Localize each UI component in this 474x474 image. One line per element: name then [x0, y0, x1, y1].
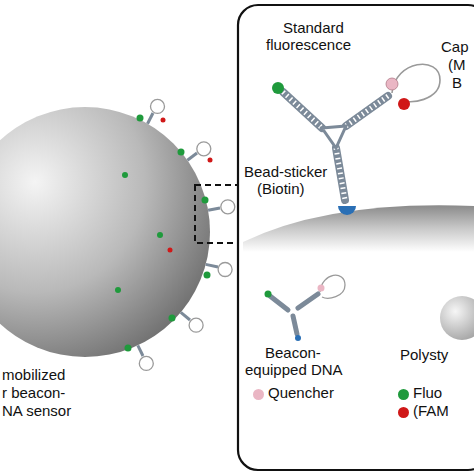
part-label: (Biotin) — [257, 180, 305, 197]
part-label: equipped DNA — [245, 361, 343, 378]
beacon-loops — [139, 99, 235, 370]
legend-swatch — [253, 389, 264, 400]
fluorophore-dot — [272, 82, 284, 94]
part-label: (M — [448, 56, 466, 73]
part-label: Bead-sticker — [244, 163, 327, 180]
zoom-panel — [238, 5, 474, 470]
part-label: r beacon- — [2, 384, 65, 401]
fam-dot — [398, 98, 410, 110]
part-label: Beacon- — [265, 344, 321, 361]
legend-text: Quencher — [268, 384, 334, 401]
part-label: Polysty — [400, 346, 448, 363]
legend-swatch — [398, 389, 409, 400]
quencher-dot — [318, 285, 325, 292]
polystyrene-bead — [440, 296, 474, 340]
beacon-icon — [270, 275, 345, 334]
part-label: Cap — [441, 38, 469, 55]
bead-fluorophores — [115, 115, 211, 352]
bead-surface — [243, 205, 474, 252]
legend-swatch — [398, 407, 409, 418]
bead-beacons — [138, 113, 220, 356]
part-label: B — [452, 74, 462, 91]
biotin-mark — [338, 206, 356, 215]
legend-text: Fluo — [413, 384, 442, 401]
biotin-mark — [295, 335, 301, 341]
fluorophore-dot — [265, 291, 272, 298]
bead-sphere — [0, 107, 210, 357]
part-label: Standard — [283, 19, 344, 36]
quencher-dot — [386, 78, 398, 90]
part-label: NA sensor — [2, 402, 71, 419]
part-label: fluorescence — [266, 36, 351, 53]
legend-text: (FAM — [413, 402, 449, 419]
bead-red-dots — [161, 118, 213, 253]
part-label: mobilized — [2, 366, 65, 383]
